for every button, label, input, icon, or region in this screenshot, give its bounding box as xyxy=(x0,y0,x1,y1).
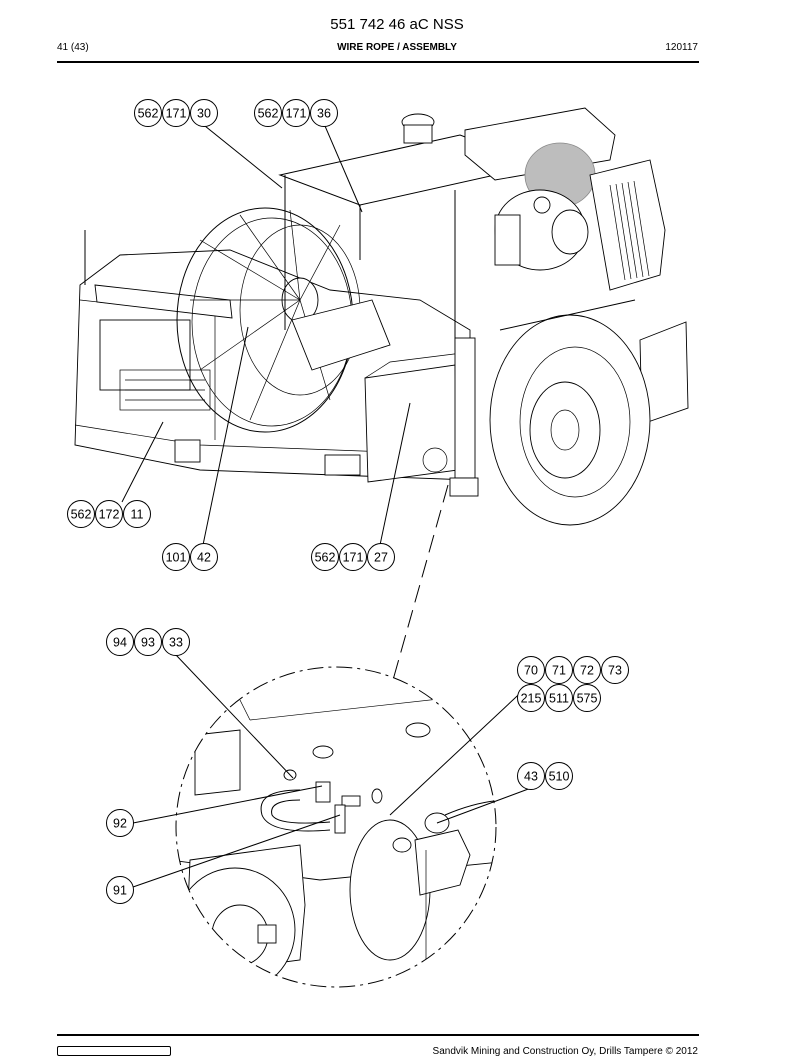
part-number-label: 33 xyxy=(169,636,183,650)
callout-circle xyxy=(162,543,190,571)
callout-circle xyxy=(162,628,190,656)
footer-rule xyxy=(57,1034,699,1036)
callout-circle xyxy=(190,99,218,127)
callout-circle xyxy=(311,543,339,571)
part-number-label: 71 xyxy=(552,664,566,678)
part-number-label: 562 xyxy=(315,551,336,565)
part-number-label: 171 xyxy=(343,551,364,565)
part-number-label: 91 xyxy=(113,884,127,898)
callout-circle xyxy=(106,876,134,904)
callout-circle xyxy=(573,684,601,712)
callout-circle xyxy=(106,628,134,656)
callout-c1: 562 171 30 xyxy=(134,99,218,127)
page-number: 41 (43) xyxy=(57,42,89,53)
part-number-label: 73 xyxy=(608,664,622,678)
part-number-label: 93 xyxy=(141,636,155,650)
callout-c4: 101 42 xyxy=(162,543,218,571)
callout-c8: 43 510 xyxy=(517,762,573,790)
part-number-label: 43 xyxy=(524,770,538,784)
part-number-label: 27 xyxy=(374,551,388,565)
callout-c7b: 215 511 575 xyxy=(517,684,601,712)
callout-circle xyxy=(134,99,162,127)
part-number-label: 171 xyxy=(286,107,307,121)
callout-circle xyxy=(545,656,573,684)
callout-circle xyxy=(254,99,282,127)
part-number-label: 215 xyxy=(521,692,542,706)
part-number-label: 510 xyxy=(549,770,570,784)
part-number-label: 101 xyxy=(166,551,187,565)
part-number-label: 11 xyxy=(131,508,144,522)
detail-reference-line xyxy=(392,484,449,681)
part-number-label: 70 xyxy=(524,664,538,678)
sandvik-logo xyxy=(57,1046,171,1056)
callout-c10: 91 xyxy=(106,876,134,904)
part-number-label: 171 xyxy=(166,107,187,121)
callout-circle xyxy=(573,656,601,684)
part-number-label: 72 xyxy=(580,664,594,678)
part-number-label: 94 xyxy=(113,636,127,650)
detail-view xyxy=(175,666,497,988)
callout-circle xyxy=(162,99,190,127)
callout-circle xyxy=(517,684,545,712)
callout-circle xyxy=(123,500,151,528)
callout-c5: 562 171 27 xyxy=(311,543,395,571)
callout-circle xyxy=(517,762,545,790)
part-number-label: 36 xyxy=(317,107,331,121)
part-number-label: 42 xyxy=(197,551,211,565)
drill-rig-illustration xyxy=(74,107,689,526)
part-number-label: 172 xyxy=(99,508,120,522)
callout-circle xyxy=(367,543,395,571)
part-number-label: 575 xyxy=(577,692,598,706)
part-number-label: 511 xyxy=(549,692,569,706)
callout-c6: 94 93 33 xyxy=(106,628,190,656)
part-number-label: 92 xyxy=(113,817,127,831)
callout-circle xyxy=(310,99,338,127)
callout-circle xyxy=(282,99,310,127)
callout-c7a: 70 71 72 73 xyxy=(517,656,629,684)
callout-circle xyxy=(67,500,95,528)
part-number-label: 562 xyxy=(258,107,279,121)
header-rule xyxy=(57,61,699,63)
callout-circle xyxy=(95,500,123,528)
part-number-label: 562 xyxy=(138,107,159,121)
callout-circle xyxy=(190,543,218,571)
part-number-label: 562 xyxy=(71,508,92,522)
callout-circle xyxy=(601,656,629,684)
callout-c9: 92 xyxy=(106,809,134,837)
document-number: 551 742 46 aC NSS xyxy=(330,16,464,33)
callout-circle xyxy=(134,628,162,656)
callout-circle xyxy=(545,762,573,790)
section-title: WIRE ROPE / ASSEMBLY xyxy=(337,42,457,53)
callout-circle xyxy=(517,656,545,684)
footer-copyright: Sandvik Mining and Construction Oy, Dril… xyxy=(432,1046,698,1057)
callout-c3: 562 172 11 xyxy=(67,500,151,528)
callout-circle xyxy=(545,684,573,712)
callout-c2: 562 171 36 xyxy=(254,99,338,127)
part-number-label: 30 xyxy=(197,107,211,121)
callout-circle xyxy=(106,809,134,837)
leader-lines xyxy=(121,125,532,888)
document-date: 120117 xyxy=(665,42,698,53)
callout-circle xyxy=(339,543,367,571)
